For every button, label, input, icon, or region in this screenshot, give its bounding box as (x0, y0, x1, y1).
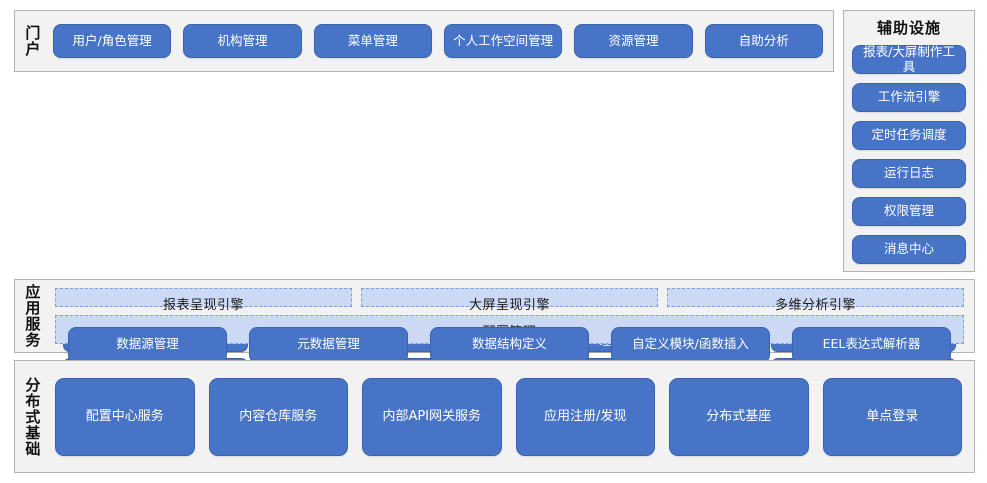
portal-item-resource[interactable]: 资源管理 (574, 24, 693, 58)
bottom-row: 分布式基础 配置中心服务 内容仓库服务 内部API网关服务 应用注册/发现 分布… (14, 360, 975, 473)
aux-item-workflow-engine[interactable]: 工作流引擎 (852, 83, 966, 112)
engine-row: 报表呈现引擎 表样管理/编译器 图/表生成器 打印导出引擎 查询管理 缓存管理 … (55, 288, 964, 394)
portal-item-menu[interactable]: 菜单管理 (313, 24, 432, 58)
config-item-datasource[interactable]: 数据源管理 (68, 326, 227, 363)
app-services-label: 应用服务 (23, 284, 42, 348)
base-item-sso[interactable]: 单点登录 (822, 377, 962, 456)
app-services-body: 报表呈现引擎 表样管理/编译器 图/表生成器 打印导出引擎 查询管理 缓存管理 … (49, 280, 974, 394)
aux-item-permission[interactable]: 权限管理 (852, 197, 966, 226)
aux-item-report-screen-tool[interactable]: 报表/大屏制作工具 (852, 44, 966, 74)
engine-title-olap: 多维分析引擎 (774, 298, 856, 313)
top-row: 门户 用户/角色管理 机构管理 菜单管理 个人工作空间管理 资源管理 自助分析 … (14, 10, 975, 272)
base-item-config-center[interactable]: 配置中心服务 (55, 377, 195, 456)
aux-item-runtime-log[interactable]: 运行日志 (852, 159, 966, 188)
config-item-custom-module[interactable]: 自定义模块/函数插入 (611, 326, 770, 363)
portal-items: 用户/角色管理 机构管理 菜单管理 个人工作空间管理 资源管理 自助分析 (49, 11, 833, 71)
engine-panel-report: 报表呈现引擎 表样管理/编译器 图/表生成器 打印导出引擎 查询管理 缓存管理 … (55, 288, 352, 380)
aux-item-scheduler[interactable]: 定时任务调度 (852, 121, 966, 150)
engine-title-report: 报表呈现引擎 (162, 298, 244, 313)
config-item-data-structure[interactable]: 数据结构定义 (430, 326, 589, 363)
base-item-content-repo[interactable]: 内容仓库服务 (208, 377, 348, 456)
aux-section-title: 辅助设施 (876, 19, 941, 37)
app-services-section: 应用服务 报表呈现引擎 表样管理/编译器 图/表生成器 打印导出引擎 查询管理 … (14, 279, 975, 394)
config-item-eel-parser[interactable]: EEL表达式解析器 (792, 326, 951, 363)
engine-panel-olap: 多维分析引擎 交互图/表生成器 维度树生成 图表智能映射 MDX语法生成器 多维… (667, 288, 964, 394)
portal-item-workspace[interactable]: 个人工作空间管理 (443, 24, 563, 58)
distributed-base-items: 配置中心服务 内容仓库服务 内部API网关服务 应用注册/发现 分布式基座 单点… (49, 361, 974, 472)
config-management-panel: 配置管理 数据源管理 元数据管理 数据结构定义 自定义模块/函数插入 EEL表达… (55, 314, 964, 363)
base-item-api-gateway[interactable]: 内部API网关服务 (362, 377, 502, 456)
distributed-base-label: 分布式基础 (23, 376, 42, 457)
engine-panel-bigscreen: 大屏呈现引擎 布局生成器 事件联动管理 报警联动作管理 实时数据查询服务 自定义… (361, 288, 658, 394)
base-item-distributed-foundation[interactable]: 分布式基座 (669, 377, 809, 456)
portal-section-label: 门户 (23, 25, 42, 57)
middle-row: 应用服务 报表呈现引擎 表样管理/编译器 图/表生成器 打印导出引擎 查询管理 … (14, 279, 975, 394)
aux-items: 报表/大屏制作工具 工作流引擎 定时任务调度 运行日志 权限管理 消息中心 (852, 44, 966, 264)
portal-item-user-role[interactable]: 用户/角色管理 (53, 24, 172, 58)
aux-section: 辅助设施 报表/大屏制作工具 工作流引擎 定时任务调度 运行日志 权限管理 消息… (843, 10, 975, 272)
portal-item-selfservice[interactable]: 自助分析 (704, 24, 823, 58)
engine-title-bigscreen: 大屏呈现引擎 (468, 298, 550, 313)
portal-section: 门户 用户/角色管理 机构管理 菜单管理 个人工作空间管理 资源管理 自助分析 (14, 10, 834, 72)
aux-item-message-center[interactable]: 消息中心 (852, 235, 966, 264)
base-item-app-registry[interactable]: 应用注册/发现 (515, 377, 655, 456)
config-item-metadata[interactable]: 元数据管理 (249, 326, 408, 363)
distributed-base-section: 分布式基础 配置中心服务 内容仓库服务 内部API网关服务 应用注册/发现 分布… (14, 360, 975, 473)
portal-item-org[interactable]: 机构管理 (183, 24, 302, 58)
